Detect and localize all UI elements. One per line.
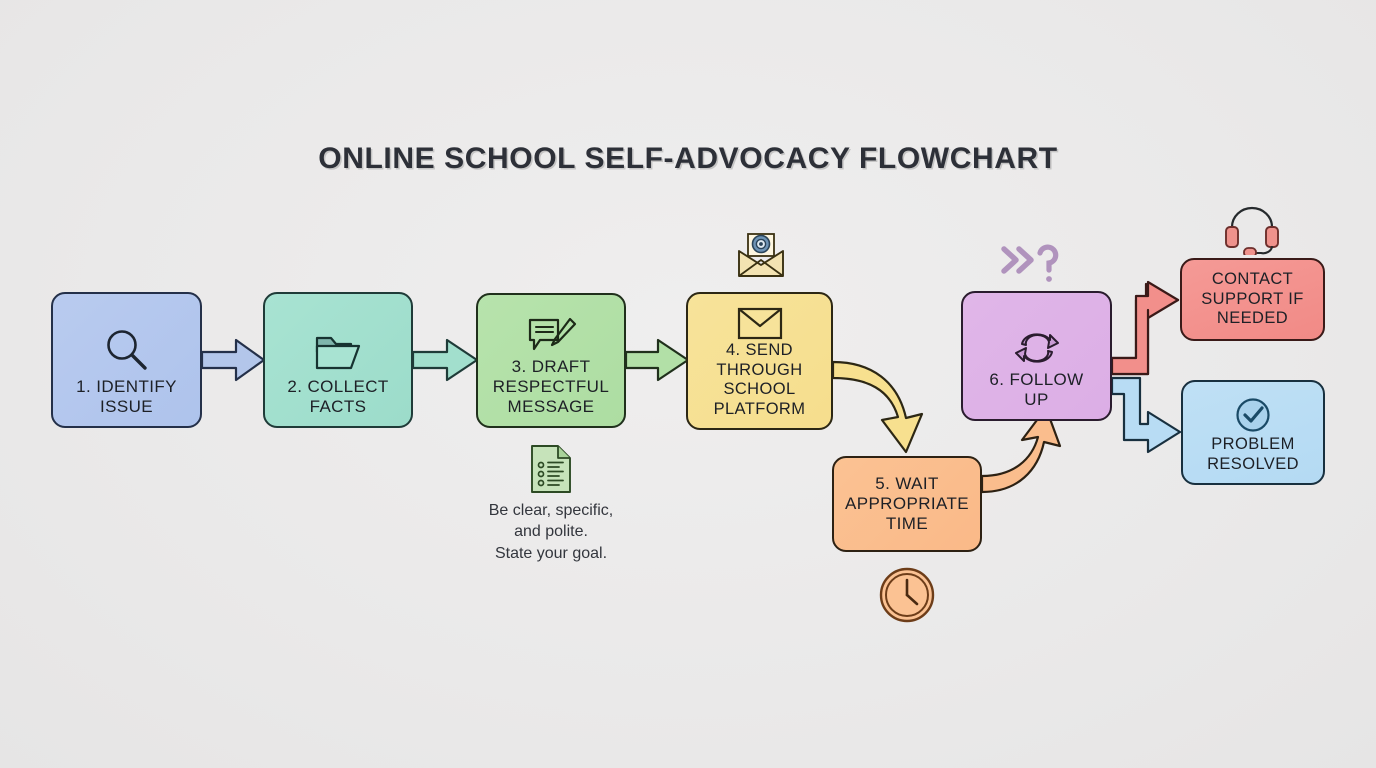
document-list-icon: [528, 443, 576, 495]
clock-icon: [878, 566, 936, 624]
connector-followup-to-support: [1110, 280, 1180, 376]
node-contact-support[interactable]: CONTACT SUPPORT IF NEEDED: [1180, 258, 1325, 341]
page-title: ONLINE SCHOOL SELF-ADVOCACY FLOWCHART: [318, 142, 1058, 175]
connector-identify-to-collect: [200, 338, 266, 382]
envelope-icon: [737, 307, 783, 340]
node-label: 5. WAIT APPROPRIATE TIME: [844, 473, 970, 534]
connector-send-to-wait: [831, 360, 924, 454]
node-label: 2. COLLECT FACTS: [287, 376, 389, 416]
folder-icon: [311, 328, 365, 376]
chevrons-question-icon: [1000, 243, 1070, 289]
node-label: PROBLEM RESOLVED: [1207, 435, 1299, 473]
node-problem-resolved[interactable]: PROBLEM RESOLVED: [1181, 380, 1325, 485]
connector-draft-to-send: [624, 338, 690, 382]
node-label: 1. IDENTIFY ISSUE: [76, 376, 177, 416]
node-wait-time[interactable]: 5. WAIT APPROPRIATE TIME: [832, 456, 982, 552]
node-label: 3. DRAFT RESPECTFUL MESSAGE: [492, 356, 610, 416]
headset-icon: [1221, 201, 1283, 258]
magnifying-glass-icon: [101, 326, 153, 376]
node-collect-facts[interactable]: 2. COLLECT FACTS: [263, 292, 413, 428]
sealed-mail-icon: [733, 231, 789, 279]
node-draft-message[interactable]: 3. DRAFT RESPECTFUL MESSAGE: [476, 293, 626, 428]
node-send-platform[interactable]: 4. SEND THROUGH SCHOOL PLATFORM: [686, 292, 833, 430]
node-label: 6. FOLLOW UP: [989, 369, 1084, 409]
node-label: CONTACT SUPPORT IF NEEDED: [1201, 270, 1304, 328]
speech-bubble-pencil-icon: [524, 316, 578, 356]
node-follow-up[interactable]: 6. FOLLOW UP: [961, 291, 1112, 421]
check-circle-icon: [1234, 396, 1272, 434]
connector-followup-to-resolved: [1110, 376, 1182, 454]
draft-message-caption: Be clear, specific, and polite. State yo…: [488, 502, 614, 562]
refresh-cycle-icon: [1013, 327, 1061, 369]
connector-collect-to-draft: [411, 338, 479, 382]
node-label: 4. SEND THROUGH SCHOOL PLATFORM: [713, 341, 806, 418]
node-identify-issue[interactable]: 1. IDENTIFY ISSUE: [51, 292, 202, 428]
